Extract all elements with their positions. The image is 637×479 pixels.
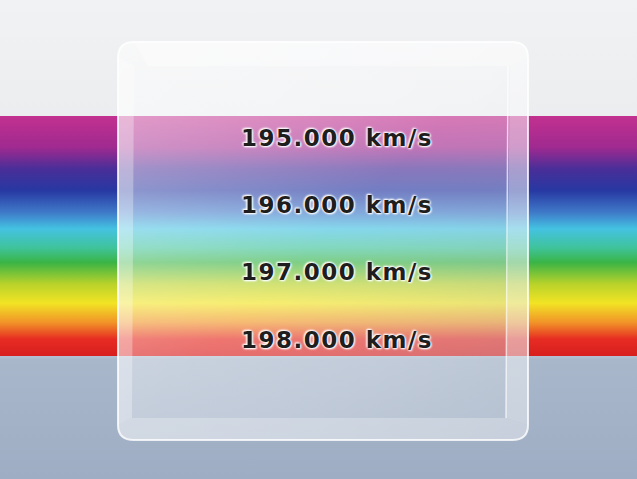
speed-label: 197.000 km/s: [241, 259, 433, 285]
speed-label: 195.000 km/s: [241, 125, 433, 151]
speed-label: 196.000 km/s: [241, 192, 433, 218]
speed-label: 198.000 km/s: [241, 327, 433, 353]
